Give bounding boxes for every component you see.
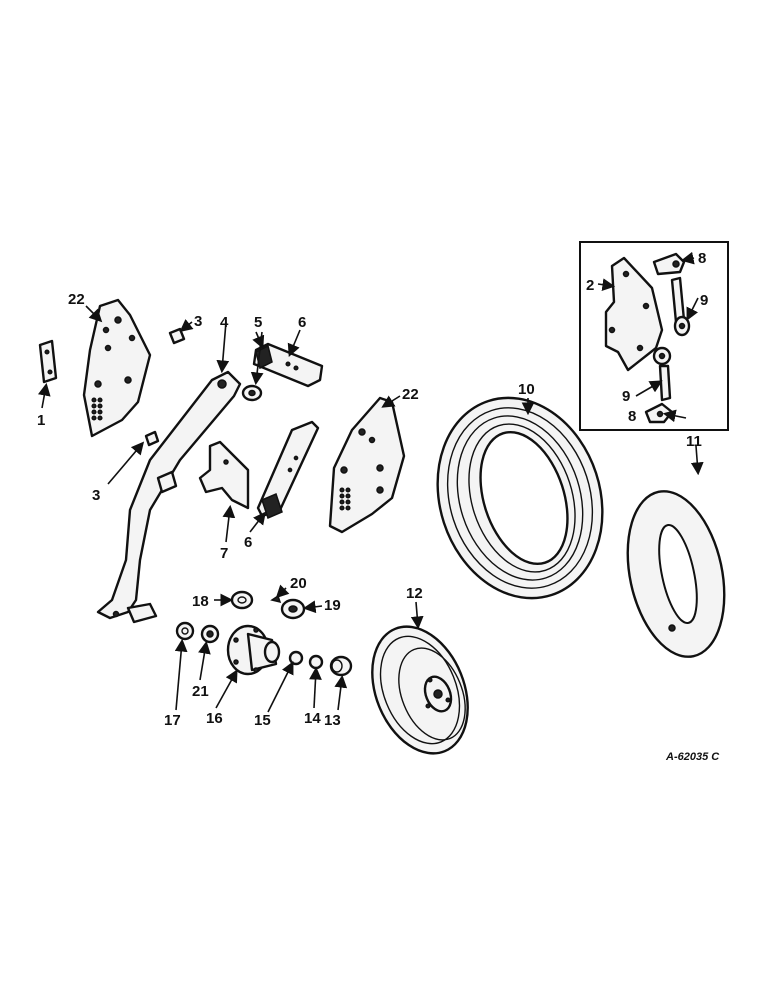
part-2-plate <box>604 256 664 372</box>
part-11-tube <box>626 490 726 658</box>
label-19: 19 <box>324 597 341 614</box>
label-5: 5 <box>254 314 262 331</box>
leader-lines <box>37 251 704 713</box>
part-20-grease-fitting <box>270 594 282 604</box>
label-20: 20 <box>290 575 307 592</box>
part-1-bar <box>38 339 58 384</box>
part-17-seal <box>175 621 195 641</box>
label-14: 14 <box>304 710 321 727</box>
part-8-clevis-lower <box>644 402 674 424</box>
label-3-upper: 3 <box>194 313 202 330</box>
label-1: 1 <box>37 412 45 429</box>
part-5-bushing <box>241 384 263 402</box>
part-13-hub-cap <box>329 655 353 677</box>
label-11: 11 <box>686 433 702 450</box>
label-15: 15 <box>254 712 271 729</box>
part-6-shaft-upper <box>252 342 324 388</box>
part-18-bearing-cup <box>230 590 254 610</box>
label-8-upper: 8 <box>698 250 706 267</box>
drawing-number: A-62035 C <box>665 751 720 763</box>
label-16: 16 <box>206 710 223 727</box>
part-4-crank-arm <box>96 370 242 624</box>
part-3-pin-upper <box>168 327 186 345</box>
label-3-lower: 3 <box>92 487 100 504</box>
part-3-pin-lower <box>144 430 160 447</box>
part-12-wheel-rim <box>371 625 469 755</box>
label-18: 18 <box>192 593 209 610</box>
label-6-upper: 6 <box>298 314 306 331</box>
label-2: 2 <box>586 277 594 294</box>
label-9-upper: 9 <box>700 292 708 309</box>
part-8-clevis-upper <box>652 252 686 276</box>
part-16-hub <box>226 624 281 676</box>
part-7-bracket <box>198 440 250 510</box>
part-9-rod-end-upper <box>670 276 691 337</box>
part-10-tire <box>436 396 604 600</box>
part-9-rod-end-lower <box>652 346 672 402</box>
label-22-right: 22 <box>402 386 419 403</box>
label-22-left: 22 <box>68 291 85 308</box>
part-6-bar-lower <box>256 420 320 520</box>
part-15-bearing-cone <box>288 650 304 666</box>
part-14-washer <box>308 654 324 670</box>
label-17: 17 <box>164 712 181 729</box>
inset-box <box>579 241 729 431</box>
label-10: 10 <box>518 381 535 398</box>
callout-labels: 1 2 3 3 4 5 6 6 7 8 8 9 9 10 11 12 13 14… <box>37 250 708 729</box>
label-7: 7 <box>220 545 228 562</box>
part-19-bearing-cup <box>280 598 306 620</box>
label-9-lower: 9 <box>622 388 630 405</box>
part-22-left-plate <box>82 298 152 438</box>
label-4: 4 <box>220 314 229 331</box>
label-12: 12 <box>406 585 423 602</box>
part-21-bearing-cone <box>200 624 220 644</box>
label-13: 13 <box>324 712 341 729</box>
label-8-lower: 8 <box>628 408 636 425</box>
label-6-lower: 6 <box>244 534 252 551</box>
label-21: 21 <box>192 683 209 700</box>
part-22-right-plate <box>328 396 406 534</box>
